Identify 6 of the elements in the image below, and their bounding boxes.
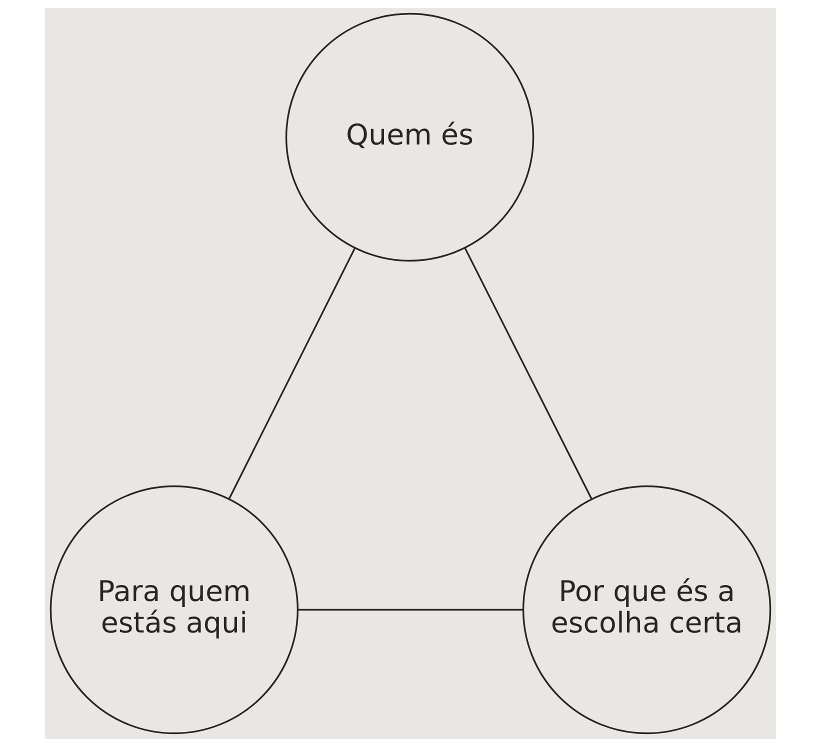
connector [228, 248, 356, 500]
node-circle: Quem és [285, 12, 534, 262]
connector [298, 608, 523, 611]
connector [464, 248, 592, 500]
node-circle: Por que és a escolha certa [522, 485, 772, 734]
node-circle: Para quem estás aqui [50, 485, 299, 734]
